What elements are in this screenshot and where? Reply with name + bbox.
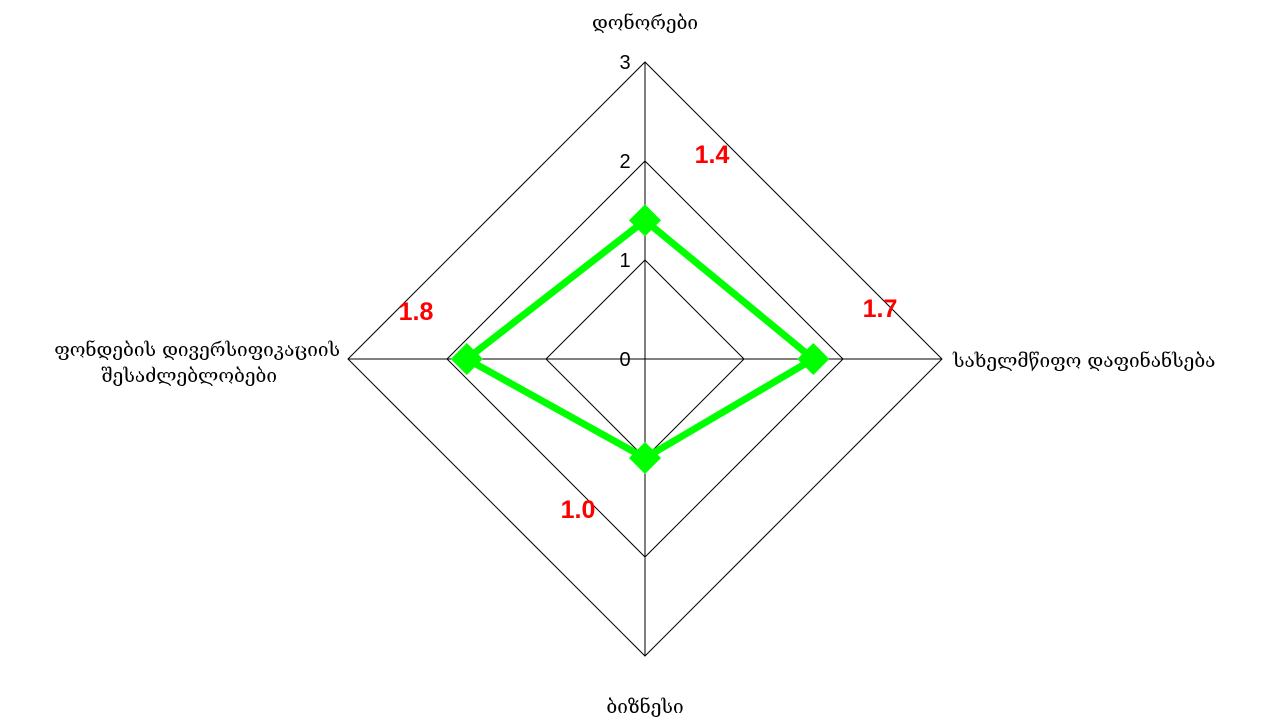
axis-label: სახელმწიფო დაფინანსება xyxy=(952,350,1215,372)
axis-label-line: დონორები xyxy=(592,12,698,34)
series-line-0 xyxy=(460,215,820,463)
data-point-marker xyxy=(629,204,661,237)
tick-label: 2 xyxy=(619,151,630,173)
tick-layer: 0 1 2 3 xyxy=(619,52,630,371)
data-label: 1.8 xyxy=(399,298,434,326)
data-point-marker xyxy=(797,343,830,375)
axis-label: დონორები xyxy=(592,12,698,34)
tick-label: 3 xyxy=(619,52,630,74)
axis-label: ბიზნესი xyxy=(606,696,683,717)
axis-label-line: ბიზნესი xyxy=(606,696,683,717)
data-label: 1.0 xyxy=(561,496,596,524)
data-point-marker xyxy=(450,343,483,375)
data-label-layer: 1.4 1.7 1.0 1.8 xyxy=(399,141,898,524)
tick-label: 1 xyxy=(619,250,630,272)
axis-label: ფონდების დივერსიფიკაციის შესაძლებლობები xyxy=(54,339,340,387)
axis-label-layer: დონორები სახელმწიფო დაფინანსება ბიზნესი ფონ… xyxy=(54,12,1215,717)
axis-label-line: ფონდების დივერსიფიკაციის xyxy=(54,339,340,361)
axis-layer xyxy=(348,62,942,656)
series-layer xyxy=(450,204,830,474)
data-point-marker xyxy=(629,442,661,474)
axis-label-line: შესაძლებლობები xyxy=(101,365,277,387)
data-label: 1.7 xyxy=(863,295,898,323)
axis-label-line: სახელმწიფო დაფინანსება xyxy=(952,350,1215,372)
tick-label: 0 xyxy=(619,349,630,371)
data-label: 1.4 xyxy=(695,141,730,169)
